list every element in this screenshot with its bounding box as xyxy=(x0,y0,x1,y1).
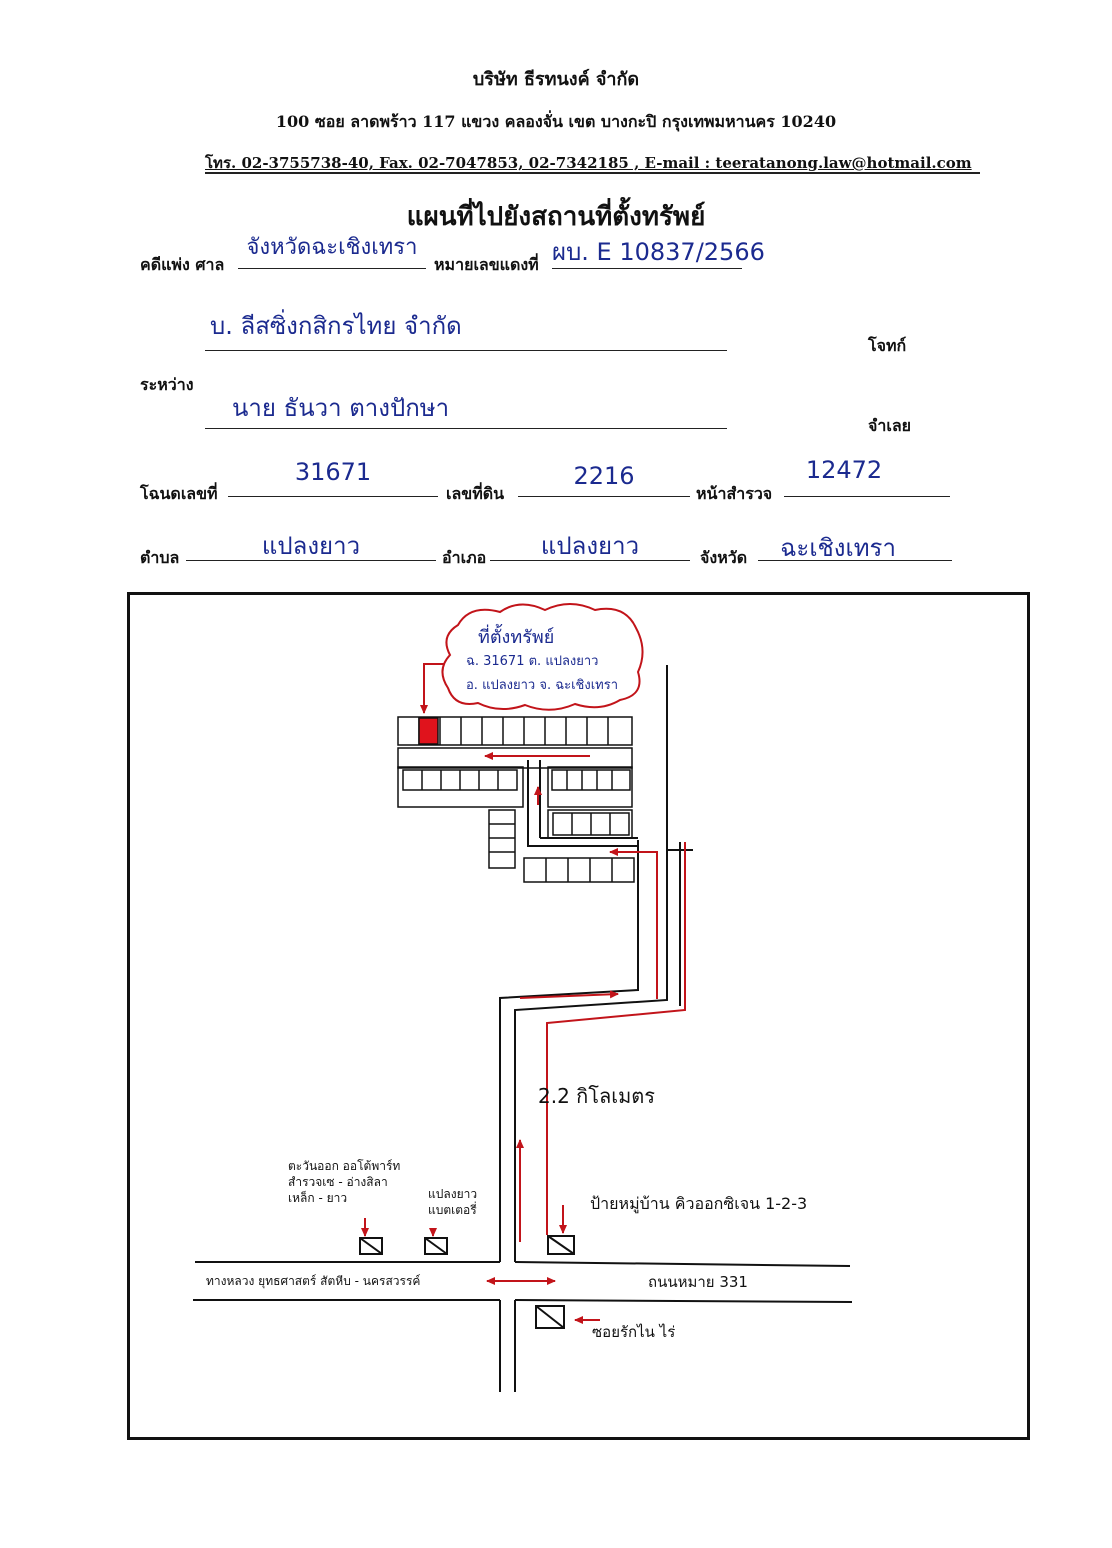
red-case-line xyxy=(552,268,742,269)
header-rule xyxy=(205,172,980,174)
property-note-line2: อ. แปลงยาว จ. ฉะเชิงเทรา xyxy=(466,678,618,693)
company-address: 100 ซอย ลาดพร้าว 117 แขวง คลองจั่น เขต บ… xyxy=(275,112,837,131)
province-label: จังหวัด xyxy=(700,548,748,567)
case-label: คดีแพ่ง ศาล xyxy=(140,255,225,274)
document-title: แผนที่ไปยังสถานที่ตั้งทรัพย์ xyxy=(406,202,706,232)
between-label: ระหว่าง xyxy=(140,375,194,394)
property-note-line1: ฉ. 31671 ต. แปลงยาว xyxy=(466,654,599,669)
deed-line xyxy=(228,496,438,497)
deed-label: โฉนดเลขที่ xyxy=(140,484,218,503)
plaintiff-value: บ. ลีสซิ่งกสิกรไทย จำกัด xyxy=(210,312,462,340)
shophouse-row-mid xyxy=(397,766,633,839)
shophouse-row-bottom xyxy=(523,857,635,883)
shophouse-row-top xyxy=(397,716,633,769)
land-value: 2216 xyxy=(573,462,635,490)
property-unit xyxy=(418,717,439,745)
court-line xyxy=(238,268,426,269)
route-path xyxy=(361,663,686,1324)
survey-value: 12472 xyxy=(805,456,883,484)
estate-roads xyxy=(527,760,693,1006)
defendant-role: จำเลย xyxy=(868,416,912,435)
district-label: อำเภอ xyxy=(442,548,487,567)
land-label: เลขที่ดิน xyxy=(446,484,505,503)
subdistrict-value: แปลงยาว xyxy=(261,532,361,560)
main-road-label: ทางหลวง ยุทธศาสตร์ สัตหีบ - นครสวรรค์ xyxy=(206,1274,421,1288)
plaintiff-line xyxy=(205,350,727,351)
main-road xyxy=(193,1261,853,1303)
property-note-title: ที่ตั้งทรัพย์ xyxy=(478,627,555,648)
defendant-line xyxy=(205,428,727,429)
road-331-label: ถนนหมาย 331 xyxy=(648,1273,748,1291)
access-road xyxy=(499,665,668,1262)
survey-label: หน้าสำรวจ xyxy=(696,484,773,503)
defendant-value: นาย ธันวา ตางปักษา xyxy=(232,394,450,422)
survey-line xyxy=(784,496,950,497)
red-case-value: ผบ. E 10837/2566 xyxy=(552,238,765,266)
district-value: แปลงยาว xyxy=(540,532,640,560)
deed-value: 31671 xyxy=(294,458,372,486)
landmark-mid-label: แปลงยาว แบตเตอรี่ xyxy=(428,1187,478,1217)
village-sign-label: ป้ายหมู่บ้าน คิวออกซิเจน 1-2-3 xyxy=(590,1194,808,1213)
plaintiff-role: โจทก์ xyxy=(868,336,907,355)
map-frame xyxy=(127,592,1030,1440)
district-line xyxy=(490,560,690,561)
landmark-left-label: ตะวันออก ออโต้พาร์ท สำรวจเซ - อ่างสิลา เ… xyxy=(288,1159,401,1205)
land-line xyxy=(518,496,690,497)
landmark-markers xyxy=(359,1235,575,1329)
subdistrict-label: ตำบล xyxy=(140,548,180,567)
soi-label: ซอยรักไน ไร่ xyxy=(592,1323,676,1341)
distance-label: 2.2 กิโลเมตร xyxy=(538,1084,656,1108)
shophouse-column xyxy=(488,809,516,869)
property-callout-cloud xyxy=(441,603,644,711)
red-case-label: หมายเลขแดงที่ xyxy=(434,255,539,274)
company-contact: โทร. 02-3755738-40, Fax. 02-7047853, 02-… xyxy=(205,154,972,172)
province-line xyxy=(758,560,952,561)
company-name: บริษัท ธีรทนงค์ จำกัด xyxy=(472,69,640,90)
lower-soi xyxy=(499,1300,516,1392)
subdistrict-line xyxy=(186,560,436,561)
court-value: จังหวัดฉะเชิงเทรา xyxy=(246,235,418,260)
province-value: ฉะเชิงเทรา xyxy=(780,534,896,562)
